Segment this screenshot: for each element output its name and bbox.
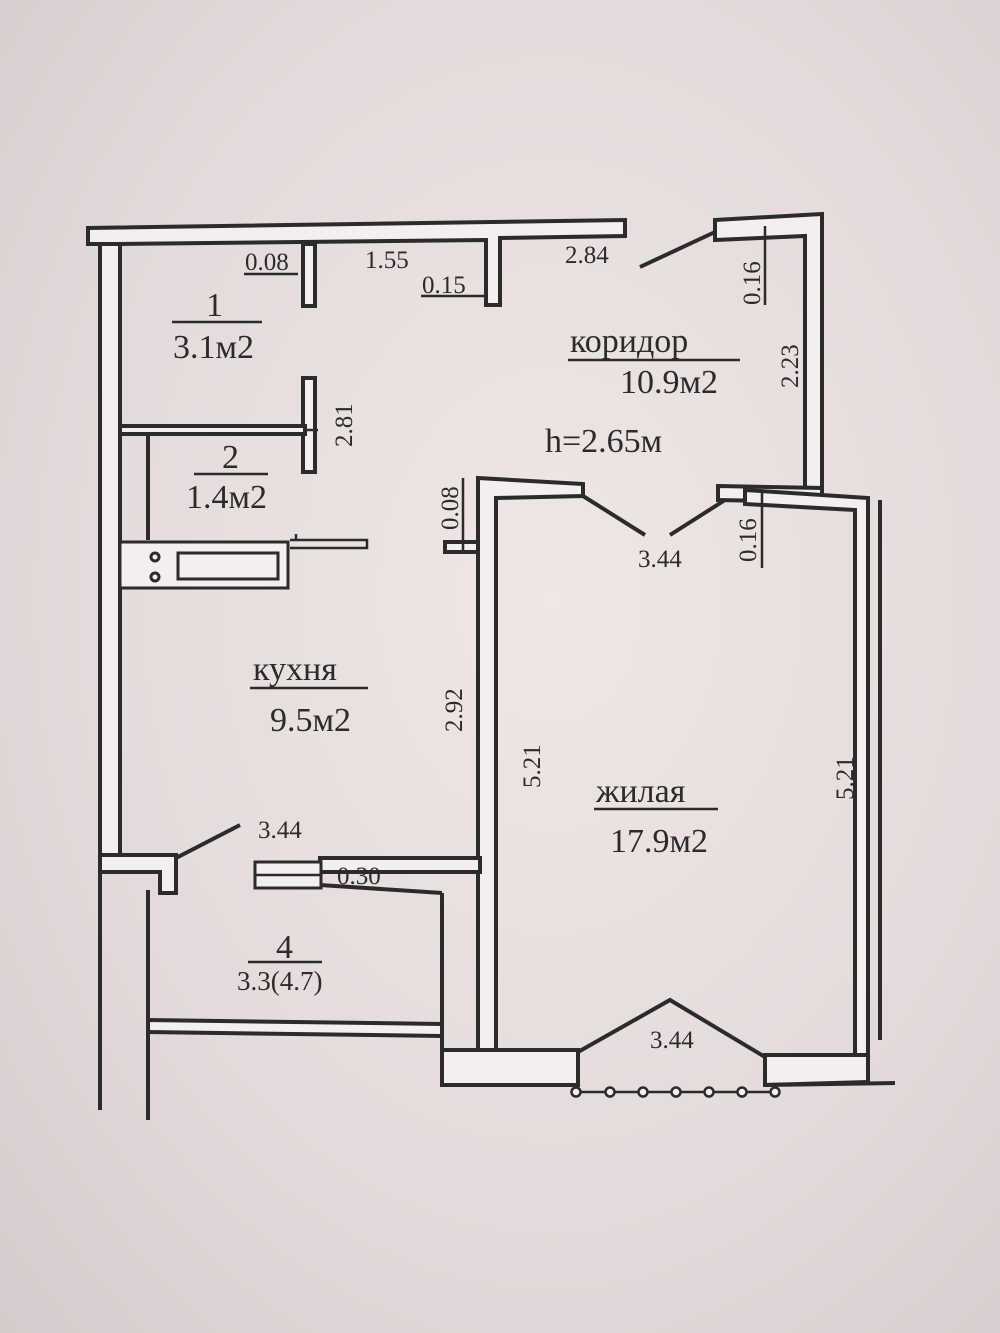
- living-area: 17.9м2: [610, 823, 708, 860]
- door-living-left: [581, 494, 647, 537]
- partition-kitchen-stub: [443, 540, 480, 554]
- living-name: жилая: [595, 773, 686, 810]
- dim-016-mid: 0.16: [735, 518, 762, 562]
- partition-t-vertical: [301, 376, 317, 474]
- balcony-parapet: [146, 1017, 444, 1039]
- dim-008-mid: 0.08: [437, 486, 464, 530]
- corridor-top-right-wall: [713, 211, 824, 492]
- dim-223: 2.23: [777, 344, 804, 388]
- corridor-area: 10.9м2: [620, 364, 718, 401]
- stove-panel: [176, 551, 280, 581]
- dimension-ticks: [244, 226, 767, 888]
- partitions: [118, 242, 480, 554]
- room2-number: 2: [222, 439, 239, 476]
- dim-030: 0.30: [337, 863, 381, 890]
- corridor-name: коридор: [570, 323, 688, 360]
- appliance-line: [290, 538, 369, 550]
- fixtures: [118, 540, 323, 890]
- room1-area: 3.1м2: [173, 329, 254, 366]
- kitchen-area: 9.5м2: [270, 702, 351, 739]
- room-labels: 1 3.1м2 2 1.4м2 коридор 10.9м2 h=2.65м к…: [172, 287, 740, 996]
- dim-015: 0.15: [422, 272, 466, 299]
- dimension-labels: 0.08 1.55 0.15 2.84 0.16 2.23 2.81 0.08 …: [245, 242, 859, 1054]
- dim-521-right: 5.21: [832, 756, 859, 800]
- dim-344-kitchen: 3.44: [258, 817, 302, 844]
- living-bottom-outer: [764, 1081, 896, 1087]
- room2-area: 1.4м2: [186, 479, 267, 516]
- dim-281: 2.81: [331, 403, 358, 447]
- living-bottom-wall-left: [440, 1048, 580, 1087]
- dim-284: 2.84: [565, 242, 609, 269]
- kitchen-name: кухня: [253, 651, 337, 688]
- dim-521-left: 5.21: [519, 744, 546, 788]
- stove-burner-2: [149, 571, 161, 583]
- dim-155: 1.55: [365, 247, 409, 274]
- room1-number: 1: [206, 287, 223, 324]
- door-corridor-entrance: [639, 230, 716, 269]
- door-living-right: [668, 498, 727, 537]
- dim-344-window: 3.44: [650, 1027, 694, 1054]
- left-wall: [98, 242, 122, 872]
- ceiling-height: h=2.65м: [545, 423, 662, 460]
- doors: [175, 230, 781, 1098]
- living-bottom-wall-right: [763, 1053, 870, 1088]
- dim-016-top: 0.16: [739, 261, 766, 305]
- stove-burner-1: [149, 551, 161, 563]
- top-wall-left: [86, 217, 627, 307]
- walls: [86, 211, 896, 1120]
- door-kitchen: [175, 823, 241, 860]
- bay-window: [577, 997, 767, 1059]
- window-dots: [570, 1086, 781, 1098]
- dim-008-top: 0.08: [245, 249, 289, 276]
- partition-t-horizontal: [118, 424, 307, 436]
- balcony-number: 4: [276, 929, 293, 966]
- balcony-top: [319, 883, 443, 895]
- dim-292: 2.92: [441, 688, 468, 732]
- kitchen-bottom-wall: [98, 853, 178, 895]
- balcony-area: 3.3(4.7): [237, 966, 322, 996]
- dim-344-corridor: 3.44: [638, 546, 682, 573]
- partition-top-small: [301, 242, 317, 308]
